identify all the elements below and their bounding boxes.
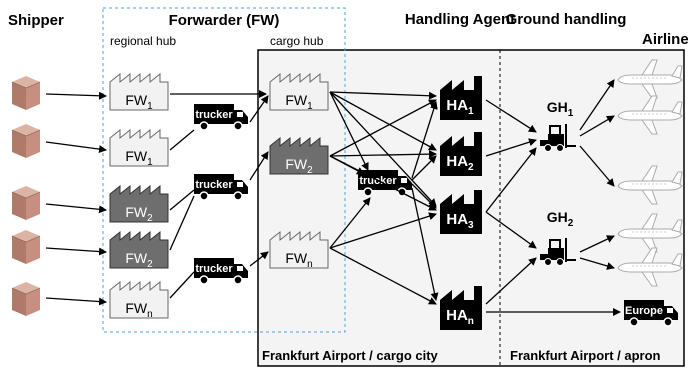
gh-label: GH2 [547,209,574,229]
gh-label: GH1 [547,99,574,119]
fw-label: FW2 [285,156,313,176]
parcel-icon [11,185,41,221]
fw-label: FW1 [285,92,313,112]
header-shipper: Shipper [8,12,64,29]
header-handling-agent: Handling Agent [405,11,515,28]
ha-label: HA1 [446,97,474,117]
forwarder-dashed-region [102,7,346,333]
header-ground-handling: Ground handling [506,11,627,28]
regional-hub-label: regional hub [110,34,176,48]
parcel-icon [11,229,41,265]
fw-label: FW2 [125,250,153,270]
footer-apron: Frankfurt Airport / apron [510,348,661,363]
cargo-hub-label: cargo hub [270,34,324,48]
fw-label: FWn [125,300,152,320]
europe-label: Europe [625,305,663,317]
parcel-icon [11,281,41,317]
parcel-icon [11,123,41,159]
fw-label: FW1 [125,92,153,112]
trucker-label: trucker [195,109,233,121]
fw-label: FW1 [125,148,153,168]
ha-label: HA2 [446,153,474,173]
ha-label: HA3 [446,211,474,231]
parcel-icon [11,75,41,111]
ha-label: HAn [446,307,474,327]
header-forwarder: Forwarder (FW) [169,12,280,29]
fw-label: FWn [285,250,312,270]
fw-label: FW2 [125,204,153,224]
trucker-label: trucker [195,179,233,191]
footer-cargo-city: Frankfurt Airport / cargo city [262,348,439,363]
header-airline: Airline [642,31,688,48]
trucker-label: trucker [195,263,233,275]
